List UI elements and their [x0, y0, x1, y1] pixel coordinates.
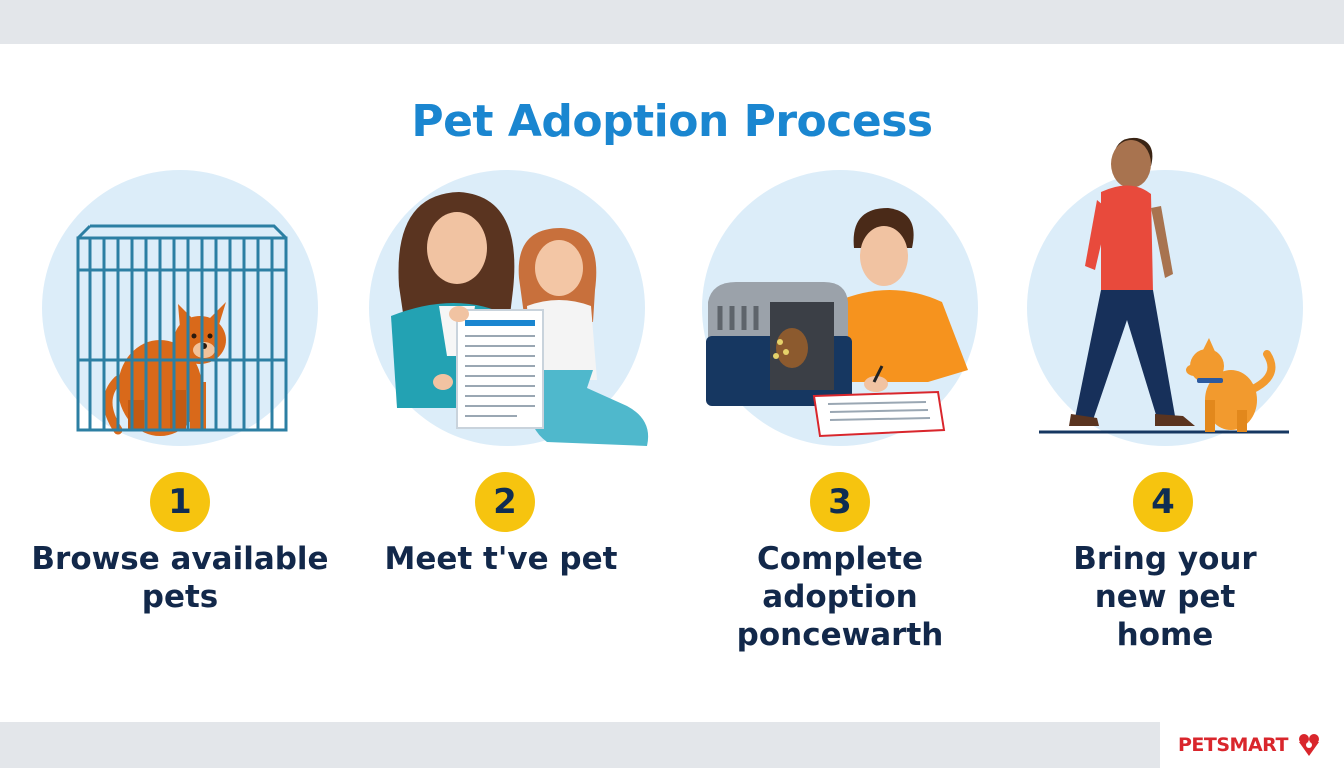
step-1: 1 Browse available pets [20, 0, 340, 768]
step-1-label-line2: pets [141, 579, 219, 615]
pet-carrier-signing-icon [706, 208, 968, 438]
step-4-label-line2: new pet [1094, 579, 1236, 615]
step-1-badge: 1 [150, 472, 210, 532]
step-3-label-line3: poncewarth [736, 617, 944, 653]
step-2-badge: 2 [475, 472, 535, 532]
step-3-label: Complete adoption poncewarth [680, 540, 1000, 654]
step-4-badge: 4 [1133, 472, 1193, 532]
step-2: 2 Meet t've pet [347, 0, 667, 768]
step-3-label-line1: Complete [756, 541, 924, 577]
top-band [0, 0, 1344, 44]
step-1-label-line1: Browse available [31, 541, 329, 577]
step-3-badge: 3 [810, 472, 870, 532]
step-2-label: Meet t've pet [341, 540, 661, 578]
page-title: Pet Adoption Process [411, 96, 933, 147]
child-icon [518, 228, 649, 446]
heart-paw-icon [1298, 734, 1319, 756]
bottom-band [0, 722, 1160, 768]
step-4-label-line1: Bring your [1073, 541, 1257, 577]
caged-dog-icon [76, 224, 288, 436]
person-walking-dog-icon [1039, 137, 1289, 434]
walking-person-icon [1069, 137, 1195, 426]
step-4: 4 Bring your new pet home [1005, 0, 1325, 768]
cage-icon [76, 224, 288, 432]
step-2-label-line1: Meet t've pet [384, 541, 618, 577]
step-3-label-line2: adoption [762, 579, 918, 615]
step-1-label: Browse available pets [20, 540, 340, 616]
brand-logo: PETSMART [1174, 722, 1344, 768]
brand-logo-text: PETSMART [1178, 734, 1288, 756]
mother-daughter-document-icon [391, 192, 649, 446]
step-4-label-line3: home [1116, 617, 1214, 653]
step-4-label: Bring your new pet home [1005, 540, 1325, 654]
document-icon [456, 309, 544, 429]
form-icon [812, 390, 946, 438]
small-dog-icon [1186, 338, 1276, 432]
step-3: 3 Complete adoption poncewarth [680, 0, 1000, 768]
carrier-icon [706, 282, 852, 406]
dog-icon [103, 302, 226, 436]
